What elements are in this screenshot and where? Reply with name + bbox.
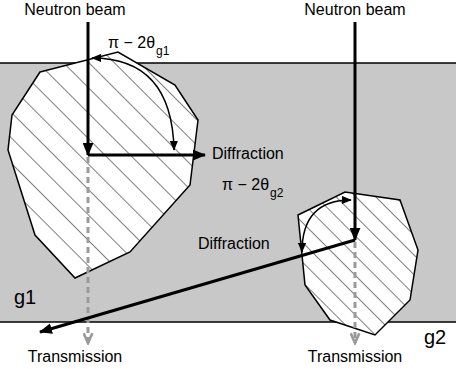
angle-subscript-slot: g1: [156, 41, 169, 59]
diffraction-label: Diffraction: [198, 235, 270, 253]
diffraction-label-slot: Diffraction: [198, 235, 270, 253]
angle-arc: [302, 200, 351, 252]
beam-label-slot: Neutron beam: [304, 1, 405, 19]
angle-label-slot: π − 2θ: [108, 34, 155, 52]
diffraction-label-slot: Diffraction: [212, 145, 284, 163]
beam-arrow: [87, 22, 90, 155]
diffraction-arrow: [88, 154, 205, 157]
angle-subscript-slot: g2: [270, 183, 283, 201]
transmission-label-slot: Transmission: [28, 348, 123, 366]
angle-label: π − 2θ: [108, 34, 155, 52]
grain-label-slot: g1: [14, 286, 36, 309]
beam-label: Neutron beam: [24, 1, 125, 19]
angle-subscript: g2: [270, 187, 283, 201]
grain-g1: [8, 52, 198, 278]
beam-label-slot: Neutron beam: [24, 1, 125, 19]
beam-arrow: [354, 22, 357, 240]
band-edge: [0, 62, 456, 64]
angle-arc: [92, 58, 174, 150]
grain-label: g1: [14, 286, 36, 309]
grain-label: g2: [424, 326, 446, 349]
angle-subscript: g1: [156, 45, 169, 59]
diffraction-arrow: [40, 240, 355, 332]
transmission-label: Transmission: [28, 348, 123, 366]
beam-label: Neutron beam: [304, 1, 405, 19]
transmission-arrow: [87, 157, 90, 343]
transmission-label: Transmission: [308, 348, 403, 366]
grain-label-slot: g2: [424, 326, 446, 349]
angle-label-slot: π − 2θ: [222, 176, 269, 194]
angle-label: π − 2θ: [222, 176, 269, 194]
grain-g2: [298, 192, 418, 335]
diffraction-label: Diffraction: [212, 145, 284, 163]
transmission-label-slot: Transmission: [308, 348, 403, 366]
transmission-arrow: [354, 242, 357, 343]
